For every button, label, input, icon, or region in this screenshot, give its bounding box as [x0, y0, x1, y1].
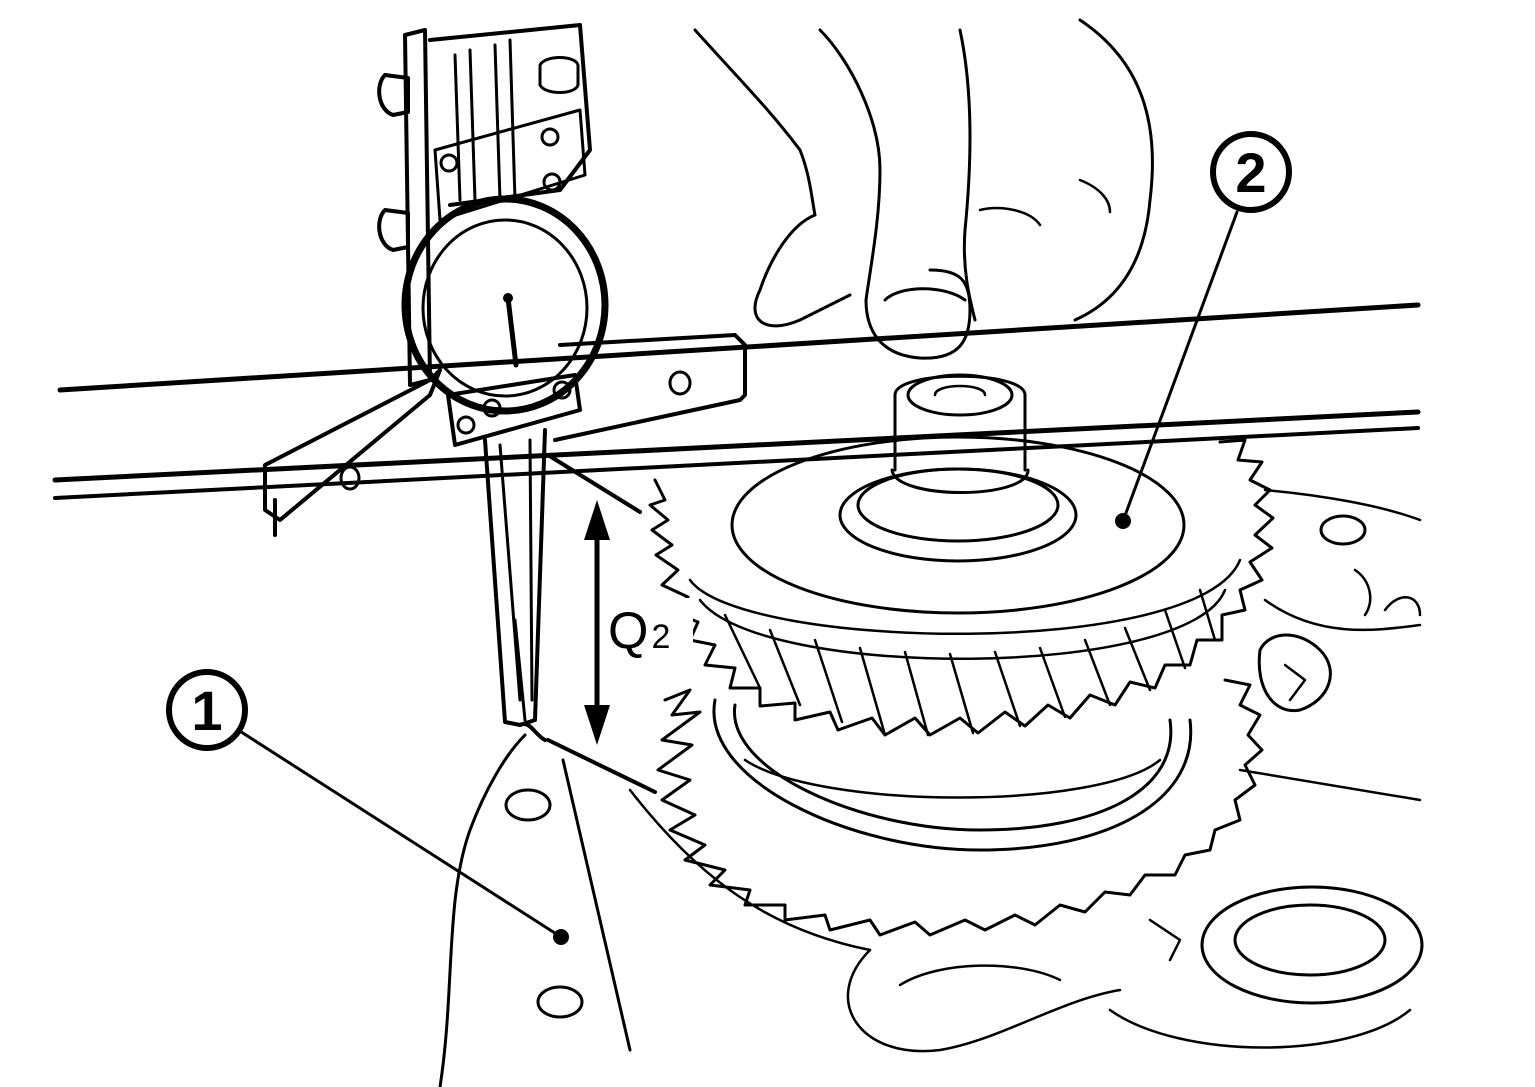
callout-1: 1 [166, 669, 569, 945]
gear-assembly [648, 373, 1275, 937]
dimension-q2: Q2 [584, 500, 693, 745]
dimension-label: Q2 [608, 602, 670, 660]
dial-depth-gauge [263, 23, 747, 794]
callout-2-dot [1115, 513, 1131, 529]
callout-1-number: 1 [191, 679, 222, 742]
callout-2-leader [1121, 210, 1239, 523]
straight-edge [52, 302, 1421, 500]
callout-1-dot [553, 929, 569, 945]
callout-2-circle [1210, 131, 1292, 213]
technician-hand [693, 18, 1154, 360]
callout-2-number: 2 [1235, 141, 1266, 204]
callout-1-circle [166, 669, 248, 751]
lower-gear-teeth [656, 678, 1264, 937]
arrow-head-down [584, 705, 610, 745]
transmission-case [438, 488, 1424, 1087]
callout-1-leader [233, 726, 563, 939]
arrow-head-up [584, 500, 610, 540]
callout-2: 2 [1115, 131, 1292, 529]
